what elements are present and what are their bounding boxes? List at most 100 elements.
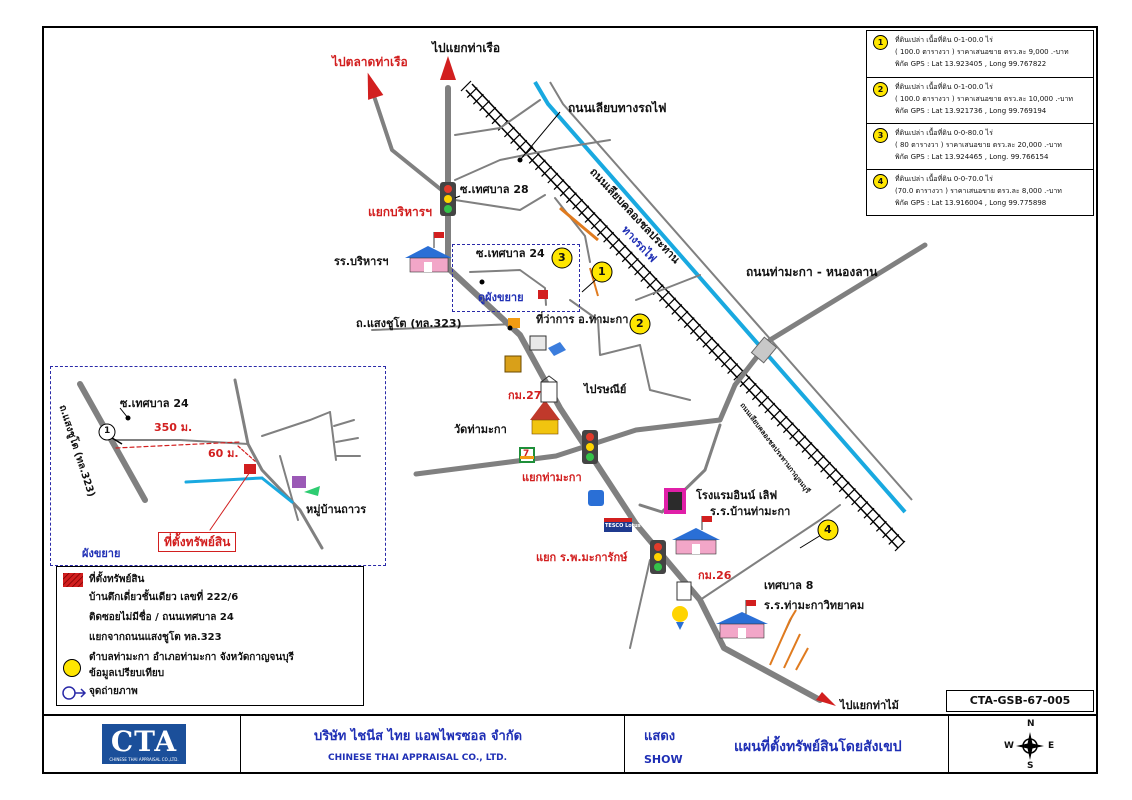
railway-tie [801, 442, 813, 453]
inset-road-323 [77, 381, 148, 503]
railway-tie [820, 461, 832, 473]
railway-tie [813, 455, 825, 466]
marker-number-2: 2 [636, 317, 644, 330]
comparable-1-line2: ( 100.0 ตารางวา ) ราคาเสนอขาย ตรว.ละ 9,0… [895, 48, 1069, 56]
label-post-office: ไปรษณีย์ [584, 383, 627, 396]
marker-number-3: 3 [558, 251, 566, 264]
legend-comparison-icon [63, 659, 81, 677]
railway-tie [789, 428, 801, 440]
traffic-light-hospital [650, 540, 666, 574]
inset-label-expanded: ผังขยาย [82, 547, 121, 560]
comparables-panel: 1 ที่ดินเปล่า เนื้อที่ดิน 0-1-00.0 ไร่ (… [866, 30, 1094, 216]
label-to-port-market: ไปตลาดท่าเรือ [332, 55, 408, 69]
railway-tie [615, 244, 627, 256]
inset-road-north [233, 378, 324, 550]
inset-label-photo-point: 1 [104, 426, 111, 436]
comparable-4-line3: พิกัด GPS : Lat 13.916004 , Long 99.7758… [895, 199, 1047, 207]
show-thai: แสดง [644, 729, 676, 744]
railway-tie [677, 310, 689, 322]
inset-road-branch2 [279, 455, 299, 521]
monument-icon [672, 606, 688, 630]
railway-tie [720, 356, 732, 368]
railway-tie [751, 389, 763, 401]
comparable-row-1: 1 ที่ดินเปล่า เนื้อที่ดิน 0-1-00.0 ไร่ (… [867, 31, 1093, 78]
railway-tie [758, 396, 770, 407]
railway-tie [541, 166, 553, 177]
railway-tie [584, 212, 596, 223]
railway-tie [838, 481, 850, 493]
label-saengchuto-road: ถ.แสงชูโต (ทล.323) [356, 317, 462, 330]
railway-tie [479, 100, 491, 112]
railway-tie [739, 376, 751, 388]
inset-soi-leader [119, 407, 129, 419]
inset-label-350m: 350 ม. [154, 421, 193, 434]
property-marker [538, 290, 548, 299]
hotel-icon [664, 488, 686, 514]
main-dot-2 [479, 279, 485, 285]
inset-label-village: หมู่บ้านถาวร [306, 503, 367, 516]
comparable-badge-3: 3 [873, 128, 888, 143]
railway-tie [503, 126, 515, 138]
inset-road-branch [261, 411, 331, 437]
inset-map [77, 378, 361, 550]
label-wat-thamaka: วัดท่ามะกา [454, 423, 507, 436]
legend-address-3: แยกจากถนนแสงชูโต ทล.323 [89, 632, 222, 643]
railway-tie [851, 494, 863, 506]
railway-tie [702, 336, 714, 348]
railway-tie [621, 251, 633, 263]
compass-rose-icon [1016, 732, 1044, 760]
label-soi-28: ซ.เทศบาล 28 [460, 183, 529, 196]
legend-address-4: ตำบลท่ามะกา อำเภอท่ามะกา จังหวัดกาญจนบุร… [89, 652, 294, 663]
comparable-marker-2 [629, 313, 651, 335]
label-borihan-junction: แยกบริหารฯ [368, 205, 432, 219]
compass-n: N [1027, 719, 1035, 729]
railway-tie [807, 448, 819, 460]
label-thamaka-junction: แยกท่ามะกา [522, 471, 582, 484]
post-office-icon [540, 375, 558, 403]
road-network [370, 85, 928, 703]
railway-tie [578, 205, 590, 217]
railway-tie [683, 317, 695, 328]
road-local-4 [635, 274, 701, 301]
compass: N S E W [1000, 719, 1060, 771]
railway-tie [658, 290, 670, 302]
comparable-1-line3: พิกัด GPS : Lat 13.923405 , Long 99.7678… [895, 60, 1047, 68]
legend-property-swatch [63, 573, 83, 587]
comparable-marker-4 [817, 519, 839, 541]
arrow-to-port-market [367, 72, 384, 100]
map-frame [42, 26, 1098, 774]
railway-tie [627, 258, 639, 269]
comparable-2-line1: ที่ดินเปล่า เนื้อที่ดิน 0-1-00.0 ไร่ [895, 83, 993, 91]
inset-village-icon [292, 476, 320, 496]
temple-icon [530, 400, 560, 435]
compass-s: S [1027, 761, 1034, 771]
inset-road-comb [329, 411, 361, 461]
railway-tie [764, 402, 776, 414]
inset-label-60m: 60 ม. [208, 447, 239, 460]
railway-tie [745, 382, 757, 394]
label-rail-side-road: ถนนเลียบทางรถไฟ [568, 101, 667, 115]
map-title: แผนที่ตั้งทรัพย์สินโดยสังเขป [734, 739, 902, 755]
road-hotel-link [638, 503, 664, 514]
km26-post-icon [676, 581, 692, 601]
traffic-light-thamaka [582, 430, 598, 464]
road-local-2 [569, 299, 641, 356]
legend-comparison-label: ข้อมูลเปรียบเทียบ [89, 668, 165, 679]
tesco-icon [604, 518, 632, 532]
seven-eleven-icon [519, 447, 535, 463]
railway-tie [782, 422, 794, 434]
legend-photo-icon [62, 686, 87, 700]
logo-text: CTA [110, 725, 178, 758]
road-thamaka-nonglan [732, 242, 928, 388]
footer-divider-3 [948, 716, 949, 774]
comparable-3-line1: ที่ดินเปล่า เนื้อที่ดิน 0-0-80.0 ไร่ [895, 129, 993, 137]
label-borihan-school: รร.บริหารฯ [334, 255, 389, 268]
label-hospital-junction: แยก ร.พ.มะการักษ์ [536, 551, 628, 564]
label-see-expand: ดูผังขยาย [478, 291, 524, 304]
marker-number-4: 4 [824, 523, 832, 536]
inset-dist-60 [237, 445, 257, 463]
road-to-market [370, 88, 446, 194]
comparable-row-3: 3 ที่ดินเปล่า เนื้อที่ดิน 0-0-80.0 ไร่ (… [867, 124, 1093, 170]
canal-bank [549, 81, 913, 501]
